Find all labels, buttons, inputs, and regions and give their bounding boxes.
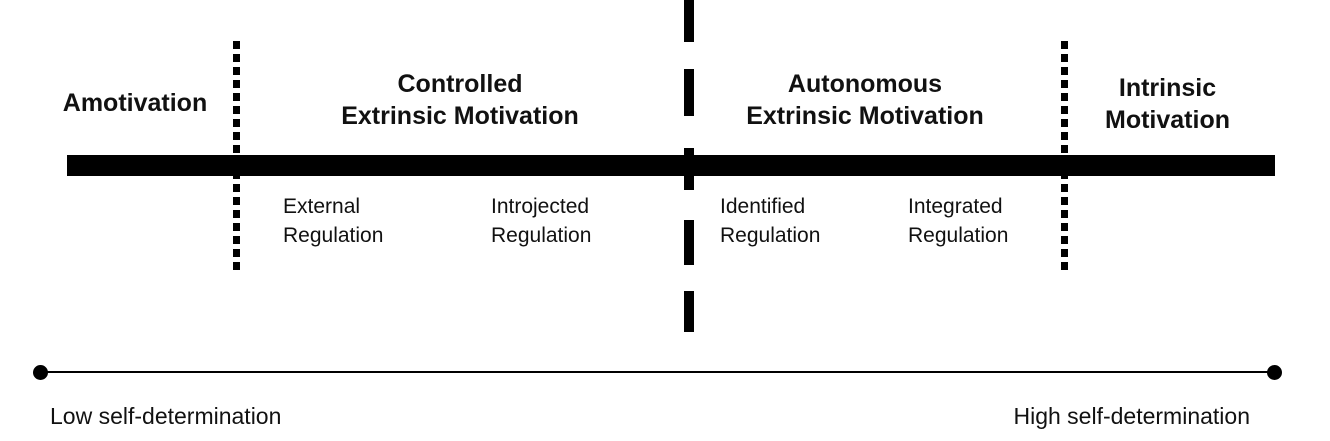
axis-right-endpoint [1267, 365, 1282, 380]
label-intrinsic-line2: Motivation [1105, 106, 1230, 134]
center-divider-segment [684, 0, 694, 42]
self-determination-axis [40, 371, 1274, 373]
axis-left-endpoint [33, 365, 48, 380]
label-integrated-regulation: Integrated Regulation [908, 192, 1008, 250]
label-amotivation: Amotivation [50, 87, 220, 119]
center-divider-segment [684, 69, 694, 116]
center-divider-segment [684, 291, 694, 332]
label-identified-regulation: Identified Regulation [720, 192, 820, 250]
label-integrated-line2: Regulation [908, 224, 1009, 247]
label-autonomous-extrinsic-motivation: Autonomous Extrinsic Motivation [705, 68, 1025, 132]
label-external-line1: External [283, 195, 361, 218]
label-external-line2: Regulation [283, 224, 384, 247]
label-integrated-line1: Integrated [908, 195, 1003, 218]
label-intrinsic-motivation: Intrinsic Motivation [1085, 72, 1250, 136]
label-low-self-determination: Low self-determination [50, 403, 282, 429]
label-autonomous-line2: Extrinsic Motivation [746, 102, 984, 130]
divider-amotivation-controlled [233, 41, 240, 270]
center-divider-segment [684, 220, 694, 265]
divider-autonomous-intrinsic [1061, 41, 1068, 270]
continuum-bar [67, 155, 1275, 176]
label-high-self-determination: High self-determination [1013, 403, 1250, 429]
label-introjected-line1: Introjected [491, 195, 590, 218]
label-controlled-line2: Extrinsic Motivation [341, 102, 579, 130]
label-identified-line1: Identified [720, 195, 806, 218]
label-controlled-extrinsic-motivation: Controlled Extrinsic Motivation [300, 68, 620, 132]
label-amotivation-text: Amotivation [62, 89, 208, 117]
label-intrinsic-line1: Intrinsic [1118, 74, 1217, 102]
label-autonomous-line1: Autonomous [787, 70, 943, 98]
label-controlled-line1: Controlled [397, 70, 523, 98]
label-introjected-line2: Regulation [491, 224, 592, 247]
label-external-regulation: External Regulation [283, 192, 383, 250]
label-introjected-regulation: Introjected Regulation [491, 192, 591, 250]
center-divider-segment [684, 148, 694, 190]
label-identified-line2: Regulation [720, 224, 821, 247]
